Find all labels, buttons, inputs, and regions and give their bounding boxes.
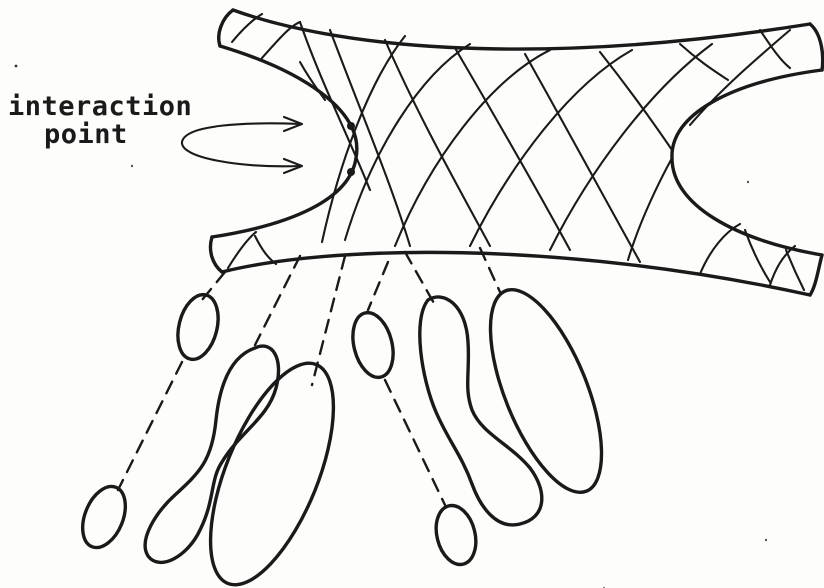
lattice-line (700, 224, 740, 274)
lattice-line (322, 36, 405, 242)
speck (747, 181, 749, 183)
pipe-left-notch (212, 46, 357, 237)
lattice-line (255, 236, 276, 264)
lattice-line (760, 30, 790, 68)
projection-lines (118, 248, 500, 505)
small-ellipse (347, 308, 400, 381)
lattice-line (525, 54, 640, 262)
speck (131, 165, 133, 167)
pipe-right-notch (672, 70, 822, 255)
interaction-dot (347, 168, 355, 176)
lattice-line (786, 250, 804, 290)
dashed-line (368, 262, 388, 310)
lattice-line (600, 52, 672, 150)
dashed-line (255, 256, 300, 345)
dashed-line (118, 362, 182, 490)
lattice-lines (228, 14, 804, 290)
small-ellipse (172, 290, 225, 363)
large-ellipse (185, 347, 359, 588)
lattice-line (550, 44, 712, 250)
lattice-line (232, 14, 262, 42)
speck (15, 65, 18, 68)
lattice-line (455, 48, 570, 250)
arrow-loop (182, 123, 300, 166)
pipe-left-bottom-cap (210, 237, 222, 272)
dashed-line (385, 380, 445, 505)
pipe-right-top-cap (810, 24, 823, 70)
lattice-line (770, 246, 795, 285)
lattice-line (228, 232, 256, 268)
small-ellipse (74, 480, 133, 554)
large-ellipse (468, 276, 625, 507)
interaction-point-label-line1: interaction (8, 92, 192, 122)
interaction-dot (347, 122, 355, 130)
lattice-line (330, 30, 410, 246)
pipe-top-edge (233, 10, 810, 49)
lattice-line (628, 158, 672, 260)
speck (765, 539, 767, 541)
small-ellipse (430, 501, 481, 568)
interaction-point-label-line2: point (44, 120, 128, 150)
pipe-right-bottom-cap (810, 255, 822, 295)
interaction-arrows (182, 117, 355, 176)
projected-shapes (74, 276, 624, 588)
pipe-left-top-cap (219, 10, 233, 46)
